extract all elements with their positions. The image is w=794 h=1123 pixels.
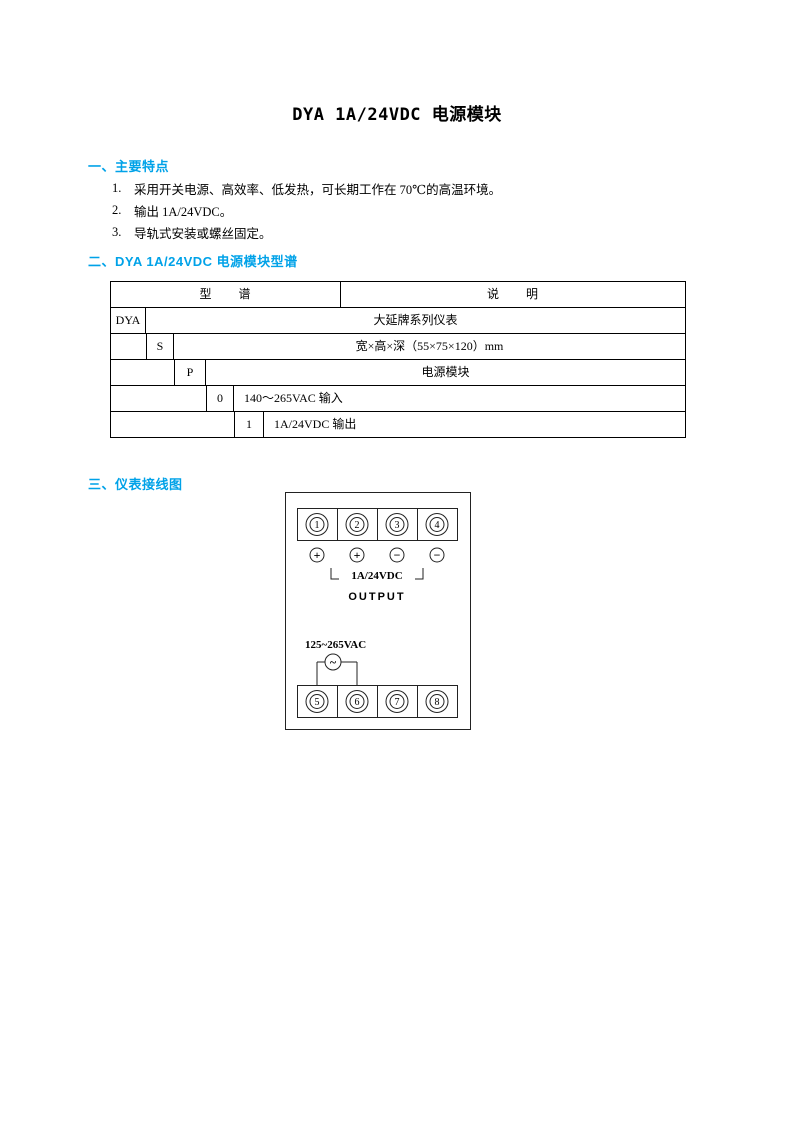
table-header-model: 型 谱 (111, 282, 341, 307)
minus-icon: − (394, 548, 401, 562)
terminal-5-outer (305, 690, 329, 713)
plus-icon: + (354, 548, 361, 562)
model-desc-cell: 140～265VAC 输入 (244, 391, 343, 405)
terminal-3-outer (385, 513, 409, 536)
model-code-cell: DYA (111, 308, 146, 333)
terminal-6-number: 6 (355, 697, 360, 708)
terminal-4-inner (429, 517, 445, 532)
spacer-cell (111, 334, 146, 359)
output-voltage-label: 1A/24VDC (351, 570, 402, 582)
terminal-2-inner (349, 517, 365, 532)
terminal-1-number: 1 (315, 520, 320, 531)
section-heading-features: 一、主要特点 (88, 159, 170, 174)
feature-list: 1. 采用开关电源、高效率、低发热，可长期工作在 70℃的高温环境。 2. 输出… (112, 177, 501, 243)
list-item-text: 输出 1A/24VDC。 (134, 204, 233, 219)
terminal-8-number: 8 (435, 697, 440, 708)
table-row: DYA 大延牌系列仪表 (111, 307, 685, 333)
polarity-circle-1 (309, 547, 325, 563)
terminal-3-inner (389, 517, 405, 532)
model-code-cell: S (146, 334, 174, 359)
minus-icon: − (434, 548, 441, 562)
model-desc-cell: 大延牌系列仪表 (373, 313, 458, 327)
terminal-4-number: 4 (435, 520, 440, 531)
terminal-1-outer (305, 513, 329, 536)
model-desc-cell: 宽×高×深（55×75×120）mm (355, 339, 504, 353)
terminal-8-outer (425, 690, 449, 713)
output-bracket-right (415, 568, 424, 580)
list-item: 3. 导轨式安装或螺丝固定。 (112, 221, 501, 243)
output-bracket-left (330, 568, 339, 580)
spacer-cell (111, 412, 234, 437)
input-voltage-label: 125~265VAC (305, 639, 366, 651)
model-code-cell: 0 (206, 386, 234, 411)
page-title: DYA 1A/24VDC 电源模块 (292, 105, 502, 125)
table-row: 1 1A/24VDC 输出 (111, 411, 685, 437)
terminal-4-outer (425, 513, 449, 536)
table-row: S 宽×高×深（55×75×120）mm (111, 333, 685, 359)
terminal-6-inner (349, 694, 365, 709)
plus-icon: + (314, 548, 321, 562)
table-row: 0 140～265VAC 输入 (111, 385, 685, 411)
list-item-text: 采用开关电源、高效率、低发热，可长期工作在 70℃的高温环境。 (134, 182, 502, 197)
terminal-3-number: 3 (395, 520, 400, 531)
section-heading-wiring: 三、仪表接线图 (88, 477, 183, 492)
table-header-row: 型 谱 说 明 (111, 282, 685, 307)
terminal-2-number: 2 (355, 520, 360, 531)
list-item-text: 导轨式安装或螺丝固定。 (134, 226, 272, 241)
ac-tilde-symbol: ~ (330, 655, 337, 669)
section-heading-spectrum: 二、DYA 1A/24VDC 电源模块型谱 (88, 254, 298, 269)
model-desc-cell: 1A/24VDC 输出 (274, 417, 357, 431)
table-row: P 电源模块 (111, 359, 685, 385)
terminal-6-outer (345, 690, 369, 713)
output-label: OUTPUT (348, 591, 405, 603)
terminal-5-inner (309, 694, 325, 709)
list-item-number: 2. (112, 202, 122, 217)
list-item-number: 1. (112, 180, 122, 195)
model-code-cell: P (174, 360, 206, 385)
model-spectrum-table: 型 谱 说 明 DYA 大延牌系列仪表 S 宽×高×深（55×75×120）mm… (110, 281, 686, 438)
terminal-5-number: 5 (315, 697, 320, 708)
list-item: 2. 输出 1A/24VDC。 (112, 199, 501, 221)
spacer-cell (111, 360, 174, 385)
polarity-circle-2 (349, 547, 365, 563)
module-outline (285, 492, 471, 730)
terminal-1-inner (309, 517, 325, 532)
model-desc-cell: 电源模块 (421, 365, 470, 379)
table-header-description: 说 明 (486, 287, 539, 301)
terminal-2-outer (345, 513, 369, 536)
spacer-cell (111, 386, 206, 411)
polarity-circle-3 (389, 547, 405, 563)
terminal-7-inner (389, 694, 405, 709)
terminal-7-outer (385, 690, 409, 713)
terminal-7-number: 7 (395, 697, 400, 708)
list-item-number: 3. (112, 224, 122, 239)
polarity-circle-4 (429, 547, 445, 563)
model-code-cell: 1 (234, 412, 264, 437)
wiring-diagram: 1 2 3 4 + + − − 1A/24VDC OUTPUT 125~265V… (285, 492, 471, 735)
wiring-diagram-svg: 1 2 3 4 + + − − 1A/24VDC OUTPUT 125~265V… (285, 492, 471, 730)
terminal-8-inner (429, 694, 445, 709)
list-item: 1. 采用开关电源、高效率、低发热，可长期工作在 70℃的高温环境。 (112, 177, 501, 199)
